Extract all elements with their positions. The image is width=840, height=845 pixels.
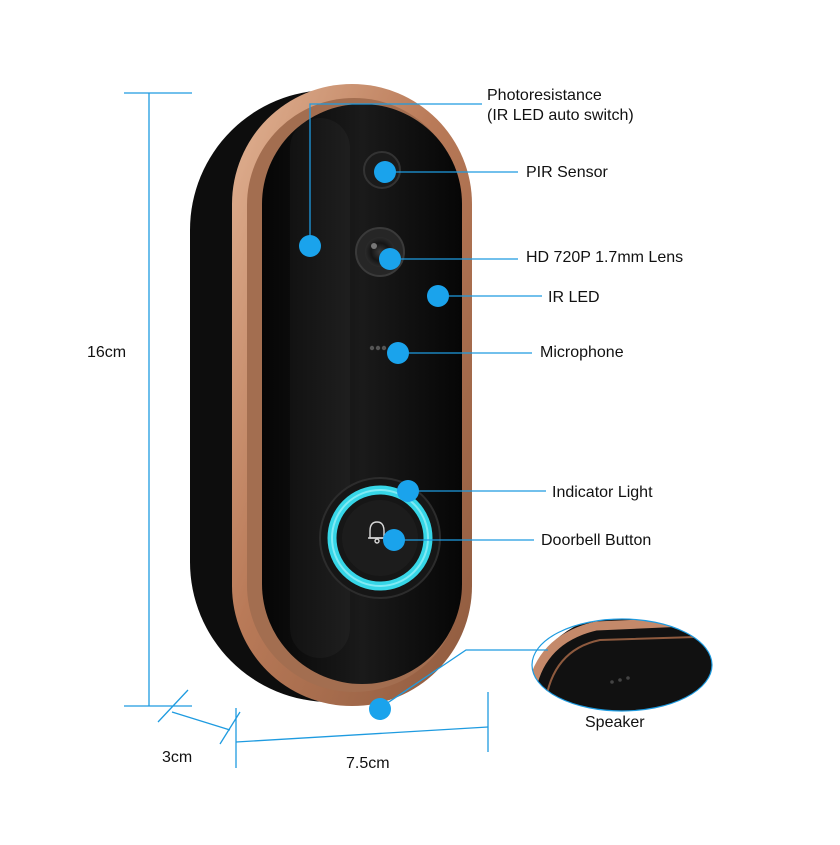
photoresistance-label-line1: Photoresistance [487,87,602,104]
microphone-hole [381,345,387,351]
lens-dot [379,248,401,270]
lens-label: HD 720P 1.7mm Lens [526,249,684,266]
camera-lens-glint [371,243,377,249]
depth-dim-tick-a [157,689,189,723]
height-dimension-label: 16cm [87,344,127,361]
bell-icon [368,521,386,544]
callouts [309,103,548,709]
ir-led-dot [427,285,449,307]
photoresistance-label: Photoresistance (IR LED auto switch) [487,86,634,126]
dimension-lines [124,92,489,768]
indicator-light-glow [331,489,429,587]
indicator-light-label: Indicator Light [552,484,653,501]
speaker-callout-ring [531,618,713,712]
width-dim-line [235,726,489,743]
speaker-dot [369,698,391,720]
depth-dim-tick-b [219,711,241,745]
photoresistance-label-line2: (IR LED auto switch) [487,107,634,124]
speaker-label: Speaker [585,714,645,731]
callout-dots [299,161,449,720]
doorbell-button-dot [383,529,405,551]
microphone-hole [375,345,381,351]
speaker-leader [379,649,548,709]
photoresistance-leader [309,103,482,244]
ir-led-label: IR LED [548,289,600,306]
pir-sensor-label: PIR Sensor [526,164,608,181]
indicator-light-dot [397,480,419,502]
doorbell-button-label: Doorbell Button [541,532,652,549]
microphone-label: Microphone [540,344,624,361]
microphone-hole [369,345,375,351]
depth-dimension-label: 3cm [162,749,193,766]
depth-dim-line [171,711,231,731]
doorbell-device [190,84,472,706]
pir-sensor-dot [374,161,396,183]
photoresistance-dot [299,235,321,257]
width-dimension-label: 7.5cm [346,755,390,772]
microphone-dot [387,342,409,364]
